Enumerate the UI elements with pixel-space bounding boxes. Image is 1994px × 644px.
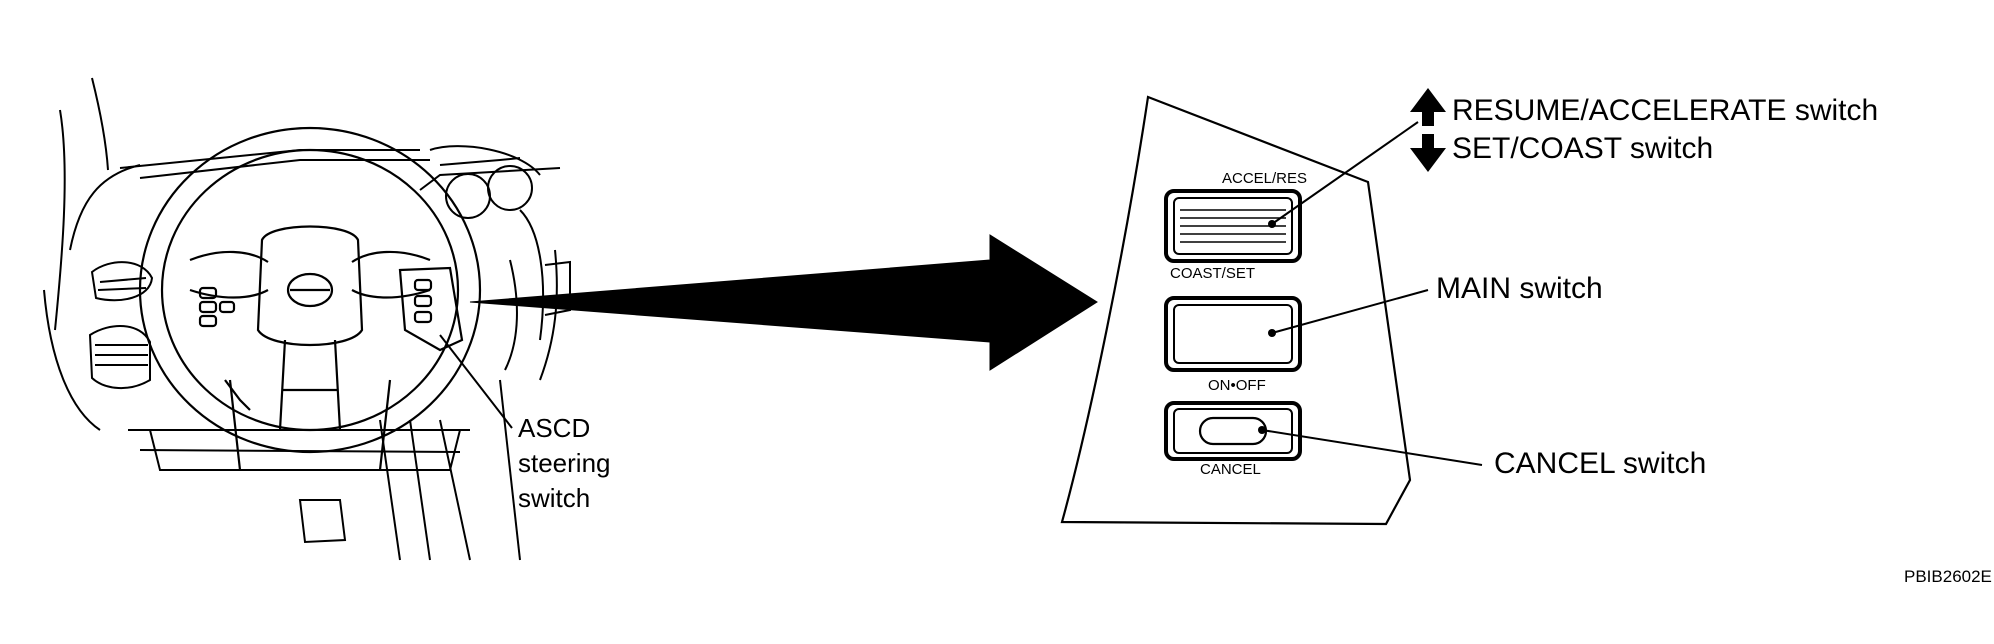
ascd-label-line-3: switch <box>518 483 590 513</box>
coast-set-text: COAST/SET <box>1170 265 1255 282</box>
zoom-arrow <box>469 234 1098 371</box>
ascd-label-line-1: ASCD <box>518 413 590 443</box>
steering-wheel <box>138 126 482 471</box>
ascd-label-line-2: steering <box>518 448 611 478</box>
main-switch[interactable] <box>1164 296 1302 372</box>
cancel-switch-label: CANCEL switch <box>1494 447 1706 480</box>
accel-leader-dot <box>1268 220 1276 228</box>
main-switch-label: MAIN switch <box>1436 272 1603 305</box>
accel-res-text: ACCEL/RES <box>1222 170 1307 187</box>
resume-accelerate-label: RESUME/ACCELERATE switch <box>1452 94 1878 127</box>
dashboard-illustration <box>43 77 571 561</box>
main-leader-dot <box>1268 329 1276 337</box>
callout-leader-lines <box>1261 121 1483 466</box>
accel-coast-rocker-switch[interactable] <box>1164 189 1302 263</box>
figure-code: PBIB2602E <box>1904 567 1992 586</box>
cancel-switch[interactable] <box>1164 401 1302 461</box>
set-coast-label: SET/COAST switch <box>1452 132 1713 165</box>
switch-panel-outline <box>1060 95 1412 526</box>
ascd-leader-line <box>439 334 513 429</box>
up-arrow-icon <box>1410 88 1446 126</box>
cancel-text: CANCEL <box>1200 461 1261 478</box>
on-off-text: ON•OFF <box>1208 377 1266 394</box>
down-arrow-icon <box>1410 134 1446 172</box>
cancel-leader-dot <box>1258 426 1266 434</box>
